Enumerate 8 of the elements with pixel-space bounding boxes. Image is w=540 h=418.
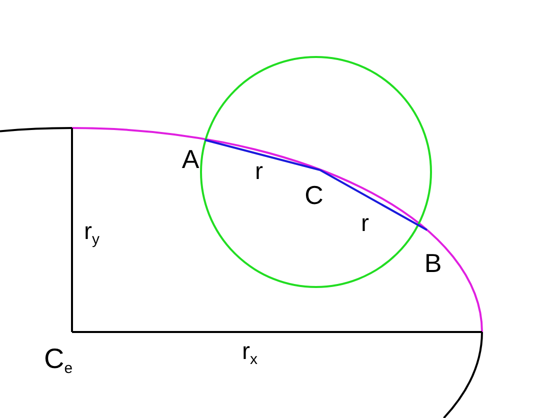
line-segment xyxy=(320,169,428,231)
axis-label: r$_{y}$ xyxy=(84,220,100,247)
point-label: A xyxy=(182,146,200,172)
point-label: B xyxy=(424,250,442,276)
line-segment xyxy=(204,139,320,171)
axis-label: r$_{x}$ xyxy=(242,340,258,367)
point-label: C$_{e}$ xyxy=(44,345,73,376)
point-label: C xyxy=(304,182,324,208)
